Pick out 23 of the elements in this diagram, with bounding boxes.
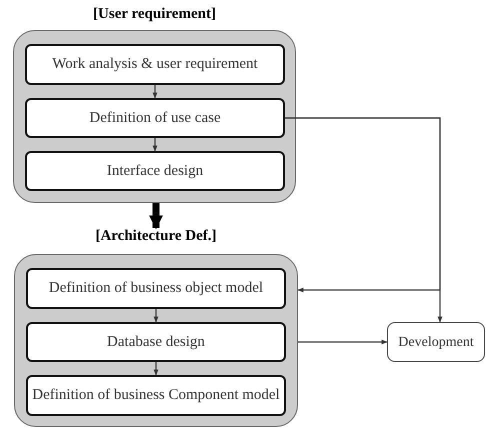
arrow <box>152 85 158 99</box>
arrow <box>285 117 442 323</box>
arrow <box>152 138 158 152</box>
arrow <box>154 362 158 376</box>
step-label: Definition of business Component model <box>32 387 280 404</box>
arrow <box>298 340 388 344</box>
step-box <box>25 44 285 85</box>
process-box <box>387 322 485 362</box>
step-box <box>26 322 286 362</box>
arrow <box>154 309 158 323</box>
phase-heading: [User requirement] <box>92 6 217 23</box>
step-label: Database design <box>107 334 205 350</box>
step-label: Work analysis & user requirement <box>52 56 258 73</box>
step-box <box>25 98 285 138</box>
step-box <box>26 375 286 416</box>
phase-heading: [Architecture Def.] <box>94 228 218 245</box>
step-label: Development <box>398 334 474 350</box>
arrow <box>149 203 163 230</box>
step-label: Definition of business object model <box>48 280 264 297</box>
step-box <box>26 268 286 309</box>
step-label: Interface design <box>106 162 204 180</box>
step-label: Definition of use case <box>89 110 221 126</box>
step-box <box>25 151 285 191</box>
